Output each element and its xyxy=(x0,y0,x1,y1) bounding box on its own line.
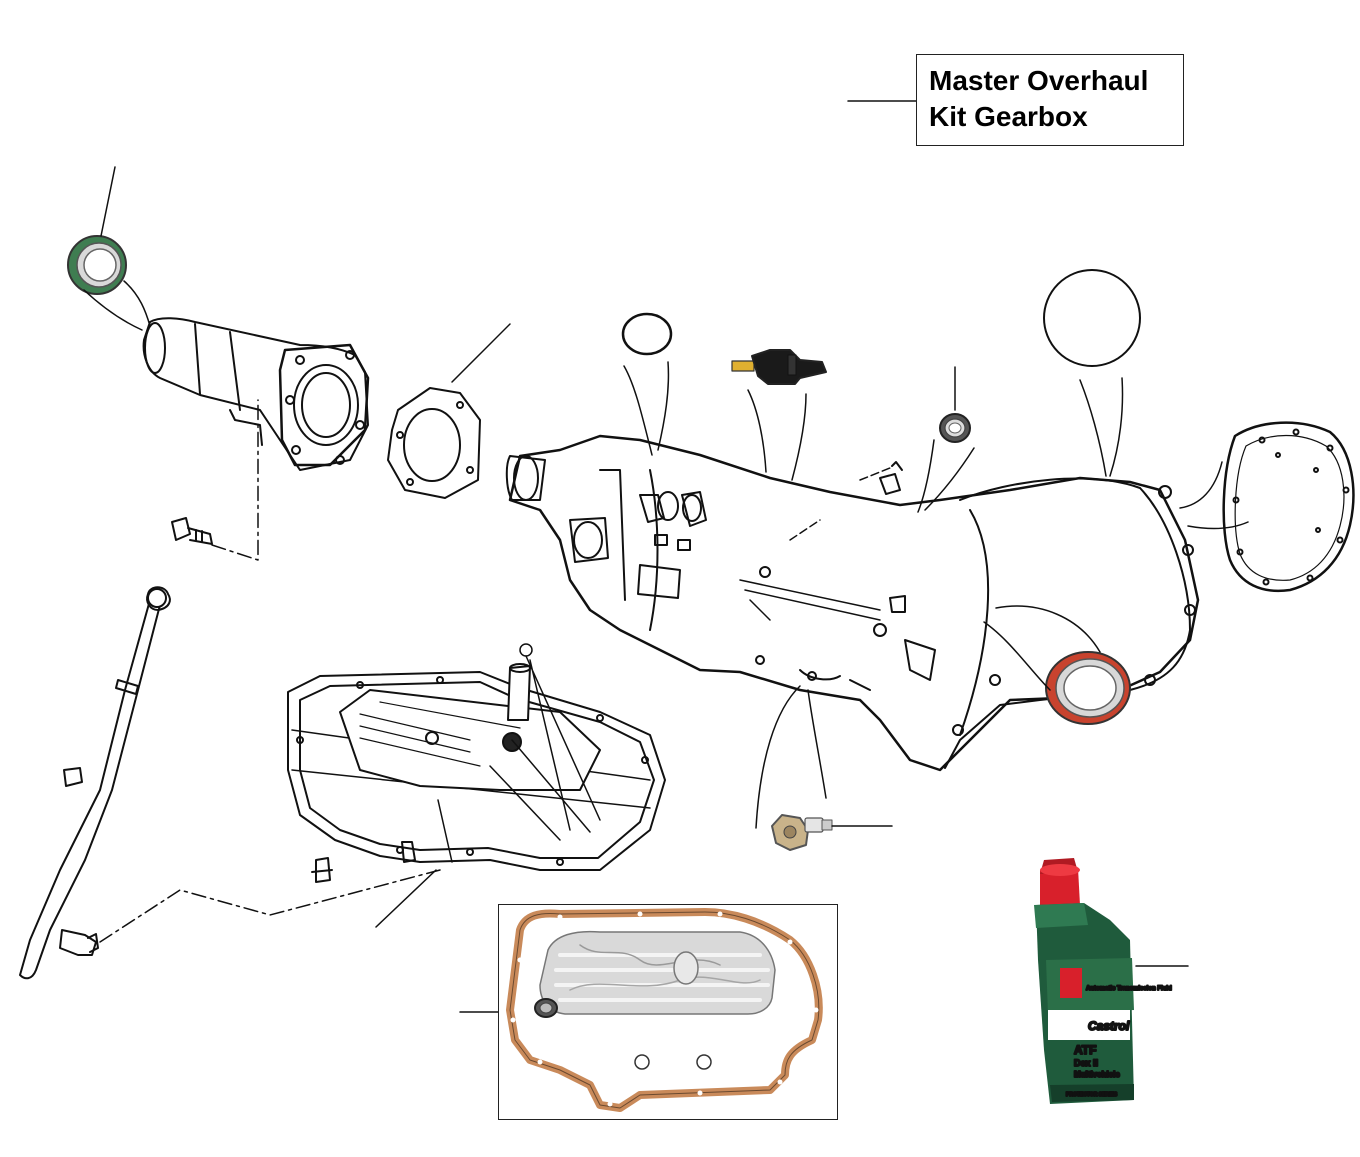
rear-oil-seal-green xyxy=(67,235,127,295)
bottle-product: ATF xyxy=(1074,1043,1096,1057)
bottle-brand: Castrol xyxy=(1088,1019,1130,1033)
pickup-o-ring xyxy=(519,643,533,657)
extension-housing xyxy=(142,317,370,471)
red-seal-leader xyxy=(983,605,1101,691)
filter-kit-inset-frame xyxy=(498,904,838,1120)
pan-gasket-leader xyxy=(375,869,437,928)
bottle-sub: Multivehicle xyxy=(1074,1070,1120,1079)
gearbox-case xyxy=(505,434,1200,772)
title-line-2: Kit Gearbox xyxy=(929,101,1088,132)
dipstick-dashed-line xyxy=(99,869,441,943)
case-top-bolt xyxy=(879,461,903,495)
modulator-leader-lines xyxy=(755,685,827,829)
pump-gasket xyxy=(1222,421,1355,593)
pump-o-ring-large xyxy=(1043,269,1141,367)
switch-leader-lines xyxy=(747,389,807,481)
housing-bolt xyxy=(171,517,213,545)
atf-bottle xyxy=(1034,858,1134,1104)
bottle-grade: Dex II xyxy=(1074,1058,1098,1068)
case-o-ring-small xyxy=(621,312,673,356)
pan-leader-lines xyxy=(489,655,601,841)
bottle-desc: Automatic Transmission Fluid xyxy=(1086,986,1172,992)
pan-bolt-leader xyxy=(437,799,453,863)
bottle-series: PROTECTOR SERIES xyxy=(1066,1092,1118,1098)
extension-gasket xyxy=(387,387,481,499)
title-line-1: Master Overhaul xyxy=(929,65,1149,96)
pan-filter xyxy=(339,663,601,791)
gasket-leader-line xyxy=(451,323,511,383)
filter-kit-inset xyxy=(506,908,823,1112)
seal-leader-line xyxy=(100,166,116,237)
inhibitor-switch xyxy=(731,349,827,385)
large-o-ring-leader xyxy=(1079,377,1124,477)
title-box: Master Overhaul Kit Gearbox xyxy=(916,54,1184,146)
pump-gasket-leader xyxy=(1179,461,1249,530)
front-pump-seal-red xyxy=(1045,651,1131,725)
vacuum-modulator xyxy=(771,814,833,851)
selector-shaft-seal xyxy=(939,413,971,443)
o-ring-leader-lines xyxy=(623,361,670,456)
bolt-dashed-line xyxy=(211,399,259,561)
pan-bolt xyxy=(311,857,333,883)
seal-small-leader xyxy=(917,366,975,513)
dipstick-tube xyxy=(19,586,171,980)
